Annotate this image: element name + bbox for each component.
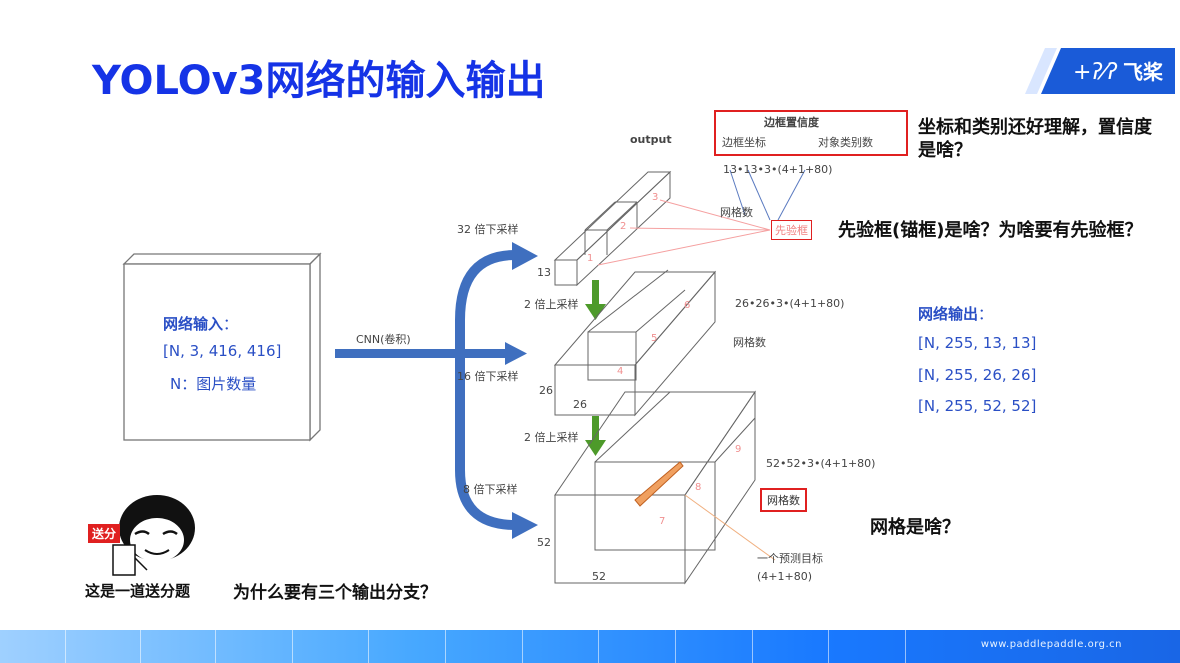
meme-tag: 送分 [88,524,121,543]
layer-num: 7 [659,516,666,527]
formula-26: 26•26•3•(4+1+80) [735,297,845,310]
svg-text:+ʔ⁄ʔ: +ʔ⁄ʔ [1073,60,1118,85]
grid-count-b: 网格数 [733,336,766,349]
meme-caption: 这是一道送分题 [85,582,191,600]
target-label: 一个预测目标 [757,552,823,565]
footer-bar: www.paddlepaddle.org.cn [0,630,1180,663]
output-shape-13: [N, 255, 13, 13] [918,334,1037,352]
formula-52: 52•52•3•(4+1+80) [766,457,876,470]
dim-13: 13 [537,266,551,279]
footer-url: www.paddlepaddle.org.cn [980,639,1122,650]
output-shape-52: [N, 255, 52, 52] [918,397,1037,415]
grid-count-a: 网格数 [720,206,753,219]
layer-num: 8 [695,482,702,493]
dim-26a: 26 [539,384,553,397]
layer-num: 1 [587,253,594,264]
box-conf-label: 边框置信度 [764,116,819,129]
output-shape-26: [N, 255, 26, 26] [918,366,1037,384]
question-branches: 为什么要有三个输出分支？ [233,583,437,603]
up2-label-b: 2 倍上采样 [524,431,579,444]
question-confidence: 坐标和类别还好理解，置信度是啥？ [918,117,1152,161]
question-grid: 网格是啥？ [870,517,960,538]
output-label: output [630,133,672,146]
up2-label-a: 2 倍上采样 [524,298,579,311]
input-shape: [N, 3, 416, 416] [163,342,282,360]
obj-class-label: 对象类别数 [818,136,873,149]
meme-face-icon [112,495,195,576]
layer-num: 9 [735,444,742,455]
down16-label: 16 倍下采样 [457,370,519,383]
output-detail-box [714,110,908,156]
output-shape-label: 网络输出： [918,305,994,323]
layer-num: 4 [617,366,624,377]
down8-label: 8 倍下采样 [463,483,518,496]
grid-count-c: 网格数 [760,488,807,512]
input-label: 网络输入： [163,315,239,333]
anchor-box: 先验框 [771,220,812,240]
dim-26b: 26 [573,398,587,411]
layer-num: 6 [684,300,691,311]
input-n-desc: N：图片数量 [170,375,257,393]
layer-num: 3 [652,192,659,203]
down32-label: 32 倍下采样 [457,223,519,236]
input-cube [122,252,322,442]
dim-52b: 52 [592,570,606,583]
box-coord-label: 边框坐标 [722,136,766,149]
formula-13: 13•13•3•(4+1+80) [723,163,833,176]
question-anchor: 先验框(锚框)是啥？为啥要有先验框？ [838,220,1143,241]
layer-num: 2 [620,221,627,232]
paddle-logo: +ʔ⁄ʔ 飞桨 [1025,48,1175,94]
yolo-diagram [455,169,806,585]
page-title: YOLOv3网络的输入输出 [92,58,546,104]
cnn-label: CNN(卷积) [356,333,411,346]
layer-num: 5 [651,333,658,344]
dim-52a: 52 [537,536,551,549]
svg-text:飞桨: 飞桨 [1123,60,1164,84]
target-formula: (4+1+80) [757,570,813,583]
cnn-arrow [335,342,527,365]
